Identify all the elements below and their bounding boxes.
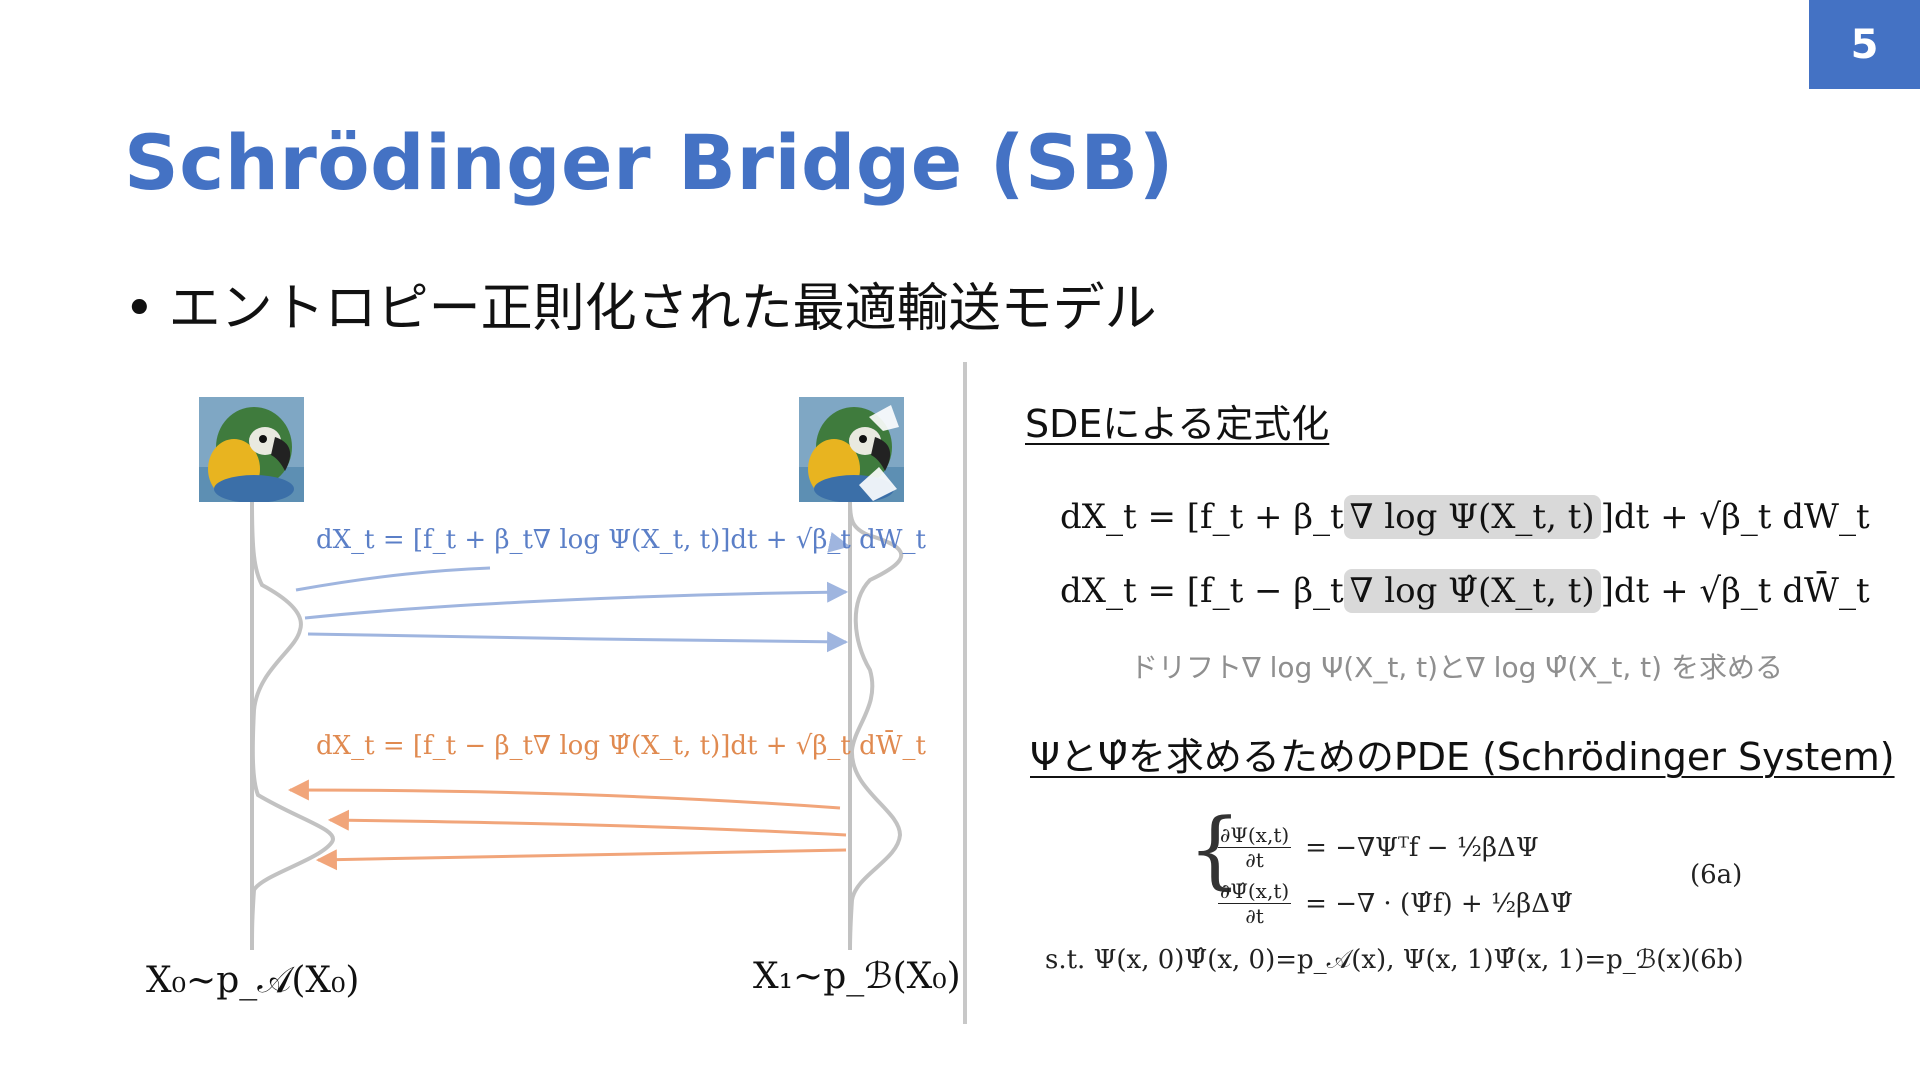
- bridge-diagram: [250, 501, 904, 951]
- vertical-divider: [963, 362, 967, 1024]
- noisy-parrot-image: [799, 397, 904, 503]
- boundary-constraint: s.t. Ψ(x, 0)Ψ̂(x, 0)=p_𝒜(x), Ψ(x, 1)Ψ̂(x…: [1045, 945, 1692, 975]
- sde-equation-backward: dX_t = [f_t − β_t∇ log Ψ̂(X_t, t)]dt + √…: [1060, 569, 1870, 613]
- sde-equation-forward: dX_t = [f_t + β_t∇ log Ψ(X_t, t)]dt + √β…: [1060, 495, 1870, 539]
- backward-arrows: [287, 779, 847, 871]
- equation-tag-6b: (6b): [1690, 945, 1744, 975]
- sde-eq2-suffix: ]dt + √β_t dW̄_t: [1600, 571, 1870, 611]
- bullet-text: エントロピー正則化された最適輸送モデル: [168, 279, 1157, 339]
- left-distribution-label: X₀~p_𝒜(X₀): [146, 960, 360, 1001]
- right-distribution-label: X₁~p_ℬ(X₀): [753, 956, 961, 997]
- pde-row-2: ∂Ψ̂(x,t) ∂t = −∇ · (Ψ̂f) + ½βΔΨ̂: [1218, 879, 1573, 928]
- sde-heading: SDEによる定式化: [1025, 402, 1330, 446]
- bullet-point: •エントロピー正則化された最適輸送モデル: [124, 266, 1157, 341]
- forward-sde-equation: dX_t = [f_t + β_t∇ log Ψ(X_t, t)]dt + √β…: [316, 525, 926, 555]
- left-brace: {: [1188, 800, 1242, 898]
- slide-title: Schrödinger Bridge (SB): [124, 118, 1174, 207]
- parrot-image: [199, 397, 304, 503]
- drift-note: ドリフト∇ log Ψ(X_t, t)と∇ log Ψ̂(X_t, t) を求め…: [1130, 651, 1783, 684]
- equation-tag-6a: (6a): [1690, 860, 1743, 890]
- bullet-marker: •: [124, 279, 155, 339]
- pde-heading: ΨとΨ̂を求めるためのPDE (Schrödinger System): [1030, 735, 1895, 779]
- backward-sde-equation: dX_t = [f_t − β_t∇ log Ψ̂(X_t, t)]dt + √…: [316, 731, 926, 761]
- sde-eq2-prefix: dX_t = [f_t − β_t: [1060, 571, 1344, 611]
- pde-row2-numerator: ∂Ψ̂(x,t): [1218, 879, 1292, 904]
- pde-row1-rhs: = −∇Ψᵀf − ½βΔΨ: [1305, 832, 1539, 863]
- pde-row2-fraction: ∂Ψ̂(x,t) ∂t: [1218, 879, 1292, 928]
- drift-term-highlight: ∇ log Ψ(X_t, t): [1343, 495, 1601, 539]
- pde-row1-denominator: ∂t: [1245, 848, 1264, 872]
- right-distribution-curve: [848, 501, 904, 951]
- left-distribution-curve: [250, 501, 336, 951]
- pde-row-1: ∂Ψ(x,t) ∂t = −∇Ψᵀf − ½βΔΨ: [1218, 823, 1539, 872]
- sde-eq1-suffix: ]dt + √β_t dW_t: [1600, 497, 1870, 537]
- pde-row2-denominator: ∂t: [1245, 904, 1264, 928]
- drift-term-highlight-hat: ∇ log Ψ̂(X_t, t): [1343, 569, 1601, 613]
- forward-arrows: [295, 531, 851, 653]
- pde-row1-numerator: ∂Ψ(x,t): [1218, 823, 1292, 848]
- sde-eq1-prefix: dX_t = [f_t + β_t: [1060, 497, 1344, 537]
- pde-row2-rhs: = −∇ · (Ψ̂f) + ½βΔΨ̂: [1305, 888, 1573, 919]
- page-number-badge: 5: [1809, 0, 1920, 89]
- pde-row1-fraction: ∂Ψ(x,t) ∂t: [1218, 823, 1292, 872]
